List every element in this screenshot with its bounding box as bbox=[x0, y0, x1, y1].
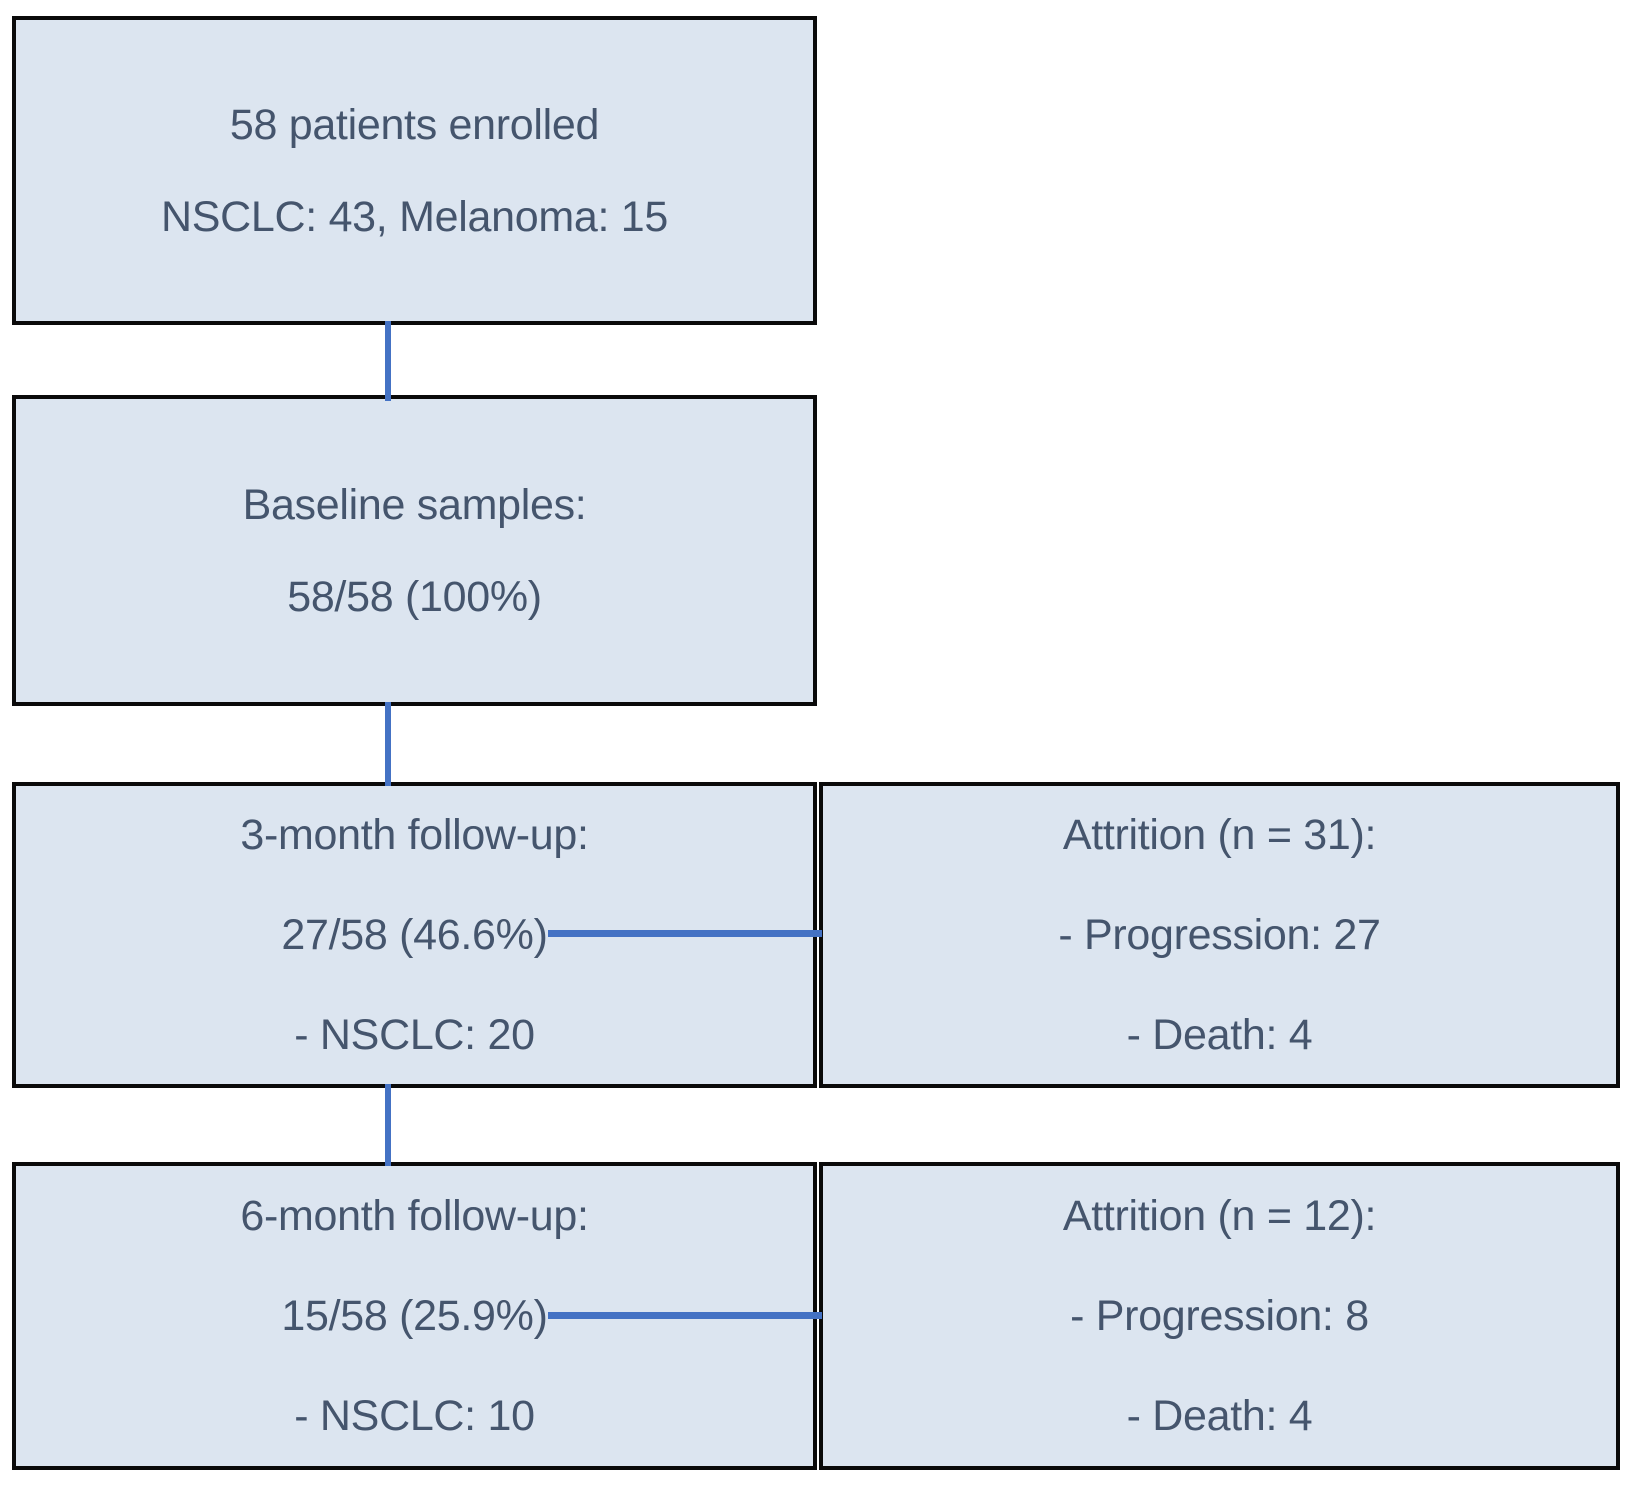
connector-6-month-to-attrition bbox=[548, 1312, 822, 1319]
followup3-nsclc-text: - NSCLC: 20 bbox=[294, 1011, 535, 1059]
box-attrition-3-month: Attrition (n = 31): - Progression: 27 - … bbox=[819, 782, 1620, 1088]
connector-enrolled-to-baseline bbox=[385, 321, 391, 401]
baseline-count-text: 58/58 (100%) bbox=[287, 572, 542, 621]
connector-3-month-to-attrition bbox=[548, 930, 822, 937]
followup6-label-text: 6-month follow-up: bbox=[240, 1192, 589, 1240]
enrolled-count-text: 58 patients enrolled bbox=[229, 100, 600, 149]
box-6-month-followup: 6-month follow-up: 15/58 (25.9%) - NSCLC… bbox=[12, 1162, 817, 1470]
connector-3-month-to-6-month bbox=[385, 1084, 391, 1166]
attrition6-death-text: - Death: 4 bbox=[1126, 1392, 1313, 1440]
followup6-count-text: 15/58 (25.9%) bbox=[281, 1292, 548, 1340]
attrition6-progression-text: - Progression: 8 bbox=[1070, 1292, 1369, 1340]
box-baseline-samples: Baseline samples: 58/58 (100%) bbox=[12, 395, 817, 706]
attrition6-label-text: Attrition (n = 12): bbox=[1062, 1192, 1377, 1240]
connector-baseline-to-3-month bbox=[385, 702, 391, 786]
attrition3-label-text: Attrition (n = 31): bbox=[1062, 811, 1377, 859]
attrition3-progression-text: - Progression: 27 bbox=[1058, 911, 1381, 959]
box-enrolled: 58 patients enrolled NSCLC: 43, Melanoma… bbox=[12, 16, 817, 325]
box-attrition-6-month: Attrition (n = 12): - Progression: 8 - D… bbox=[819, 1162, 1620, 1470]
baseline-label-text: Baseline samples: bbox=[242, 480, 587, 529]
enrolled-breakdown-text: NSCLC: 43, Melanoma: 15 bbox=[161, 192, 668, 241]
followup3-count-text: 27/58 (46.6%) bbox=[281, 911, 548, 959]
followup3-label-text: 3-month follow-up: bbox=[240, 811, 589, 859]
attrition3-death-text: - Death: 4 bbox=[1126, 1011, 1313, 1059]
followup6-nsclc-text: - NSCLC: 10 bbox=[294, 1392, 535, 1440]
